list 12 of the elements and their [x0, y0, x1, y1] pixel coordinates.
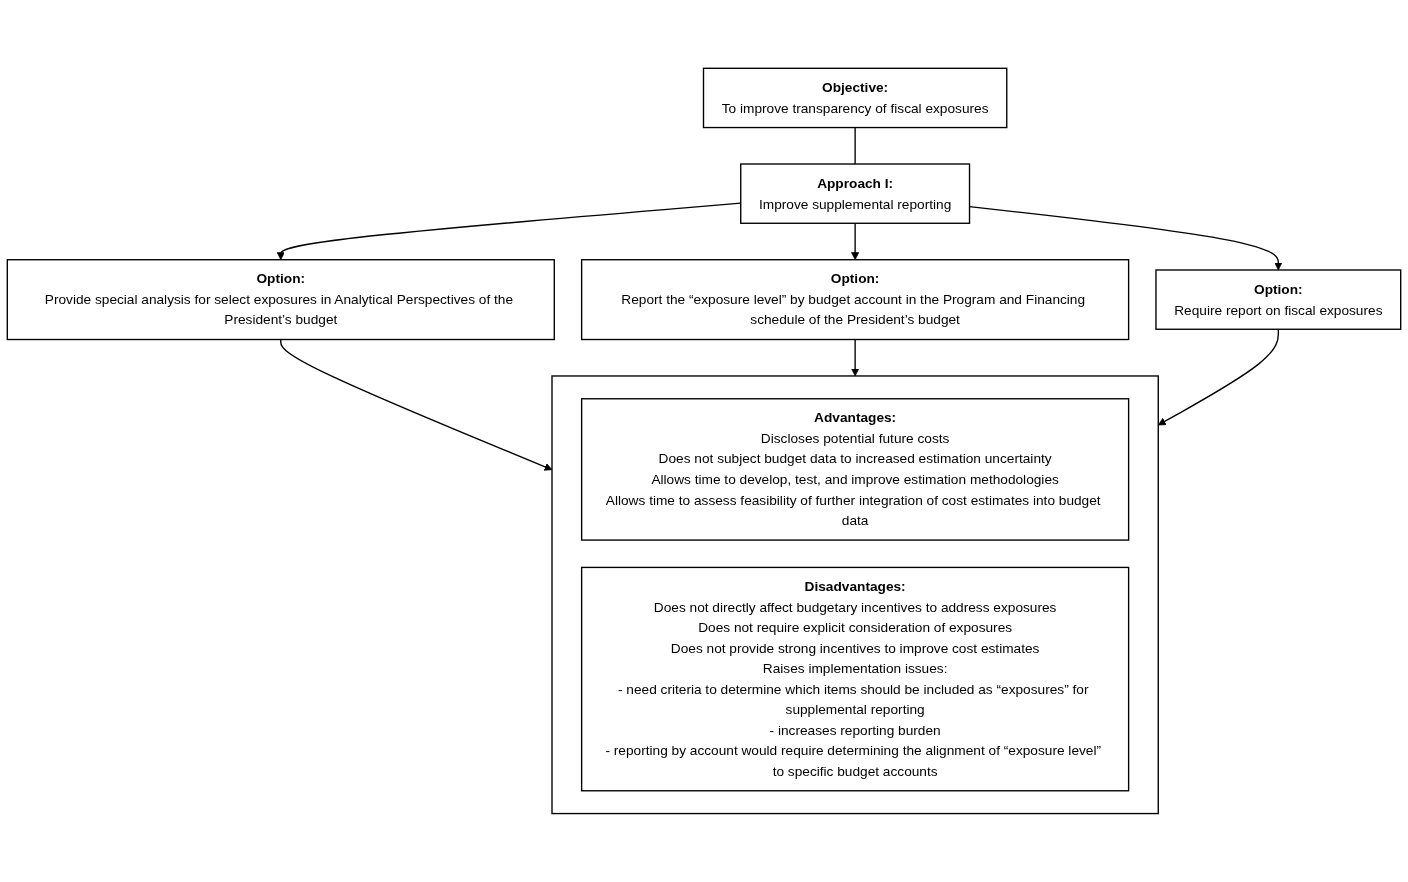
node-box: Approach I: Improve supplemental reporting — [740, 163, 971, 225]
node-box: Option: Require report on fiscal exposures — [1155, 269, 1402, 330]
node-box: Advantages: Discloses potential future costs Does not subject budget data to increased estimation uncertainty Allows time to develop, test, and improve estimation methodologies Allows time to assess feasibility of further integration of cost estimates into budget data — [580, 398, 1130, 541]
node-box: Objective: To improve transparency of fiscal exposures — [702, 67, 1008, 129]
node-box: Option: Provide special analysis for select exposures in Analytical Perspectives of the President’s budget — [6, 259, 555, 341]
arrow — [280, 338, 553, 471]
arrow — [851, 338, 860, 377]
cluster — [551, 375, 1159, 815]
node-box: Disadvantages: Does not directly affect budgetary incentives to address exposures Does not require explicit consideration of exposures Does not provide strong incentives to improve cost estimates Raises implementation issues: - need criteria to determine which items should be included as “exposures” for supplemental reporting - increases reporting burden - reporting by account would require determining the alignment of “exposure level” to specific budget accounts — [580, 566, 1130, 792]
node-box: Option: Report the “exposure level” by budget account in the Program and Financing schedule of the President’s budget — [580, 259, 1130, 341]
connector — [854, 126, 856, 165]
arrow — [851, 222, 860, 261]
